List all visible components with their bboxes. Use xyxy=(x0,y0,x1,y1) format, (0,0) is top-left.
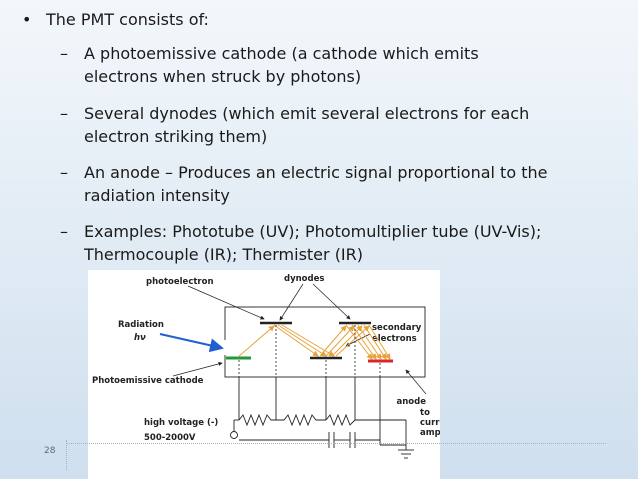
footer-divider xyxy=(66,440,67,470)
dash-symbol: – xyxy=(60,104,68,123)
voltage-divider-circuit xyxy=(234,377,414,459)
sub-bullet-line: radiation intensity xyxy=(84,186,230,205)
photoelectron-pointer xyxy=(187,285,265,320)
amplifier-label: amplifier xyxy=(420,428,440,438)
secondary-label: secondary xyxy=(372,323,422,333)
voltage-range-label: 500-2000V xyxy=(144,433,196,443)
dynodes-pointer-right xyxy=(312,283,351,320)
pmt-diagram-svg: photoelectron dynodes Radiation hν secon… xyxy=(92,274,440,459)
sub-bullet-line: A photoemissive cathode (a cathode which… xyxy=(84,44,479,63)
electrons-label: electrons xyxy=(372,334,417,344)
high-voltage-label: high voltage (-) xyxy=(144,418,218,428)
anode-pointer xyxy=(405,369,427,395)
dash-symbol: – xyxy=(60,163,68,182)
radiation-label: Radiation xyxy=(118,320,164,330)
electron-paths xyxy=(237,324,391,360)
sub-bullet-line: An anode – Produces an electric signal p… xyxy=(84,163,548,182)
sub-bullet-cathode: – A photoemissive cathode (a cathode whi… xyxy=(60,42,604,88)
bullet-symbol: • xyxy=(22,10,32,29)
footer-rule xyxy=(66,443,606,444)
sub-bullet-anode: – An anode – Produces an electric signal… xyxy=(60,161,604,207)
sub-bullet-line: electron striking them) xyxy=(84,127,268,146)
page-number: 28 xyxy=(44,446,56,456)
main-bullet-text: The PMT consists of: xyxy=(46,10,209,29)
photoelectron-label: photoelectron xyxy=(146,277,214,287)
pmt-diagram: photoelectron dynodes Radiation hν secon… xyxy=(88,270,440,479)
main-bullet: • The PMT consists of: xyxy=(22,8,209,32)
anode-label: anode xyxy=(397,397,427,407)
dash-symbol: – xyxy=(60,44,68,63)
current-to-voltage-label: current-to-voltage xyxy=(420,418,440,428)
sub-bullet-dynodes: – Several dynodes (which emit several el… xyxy=(60,102,604,148)
high-voltage-terminal xyxy=(230,431,238,439)
to-label: to xyxy=(420,408,430,418)
electrode-leads xyxy=(238,325,381,377)
sub-bullet-line: Examples: Phototube (UV); Photomultiplie… xyxy=(84,222,542,241)
sub-bullet-line: electrons when struck by photons) xyxy=(84,67,362,86)
sub-bullet-examples: – Examples: Phototube (UV); Photomultipl… xyxy=(60,220,604,266)
cathode-label: Photoemissive cathode xyxy=(92,376,204,386)
hv-label: hν xyxy=(134,333,146,343)
sub-bullet-line: Several dynodes (which emit several elec… xyxy=(84,104,530,123)
cathode-pointer xyxy=(172,361,223,377)
radiation-arrow xyxy=(159,333,224,353)
dash-symbol: – xyxy=(60,222,68,241)
dynodes-pointer-left xyxy=(279,283,304,321)
dynodes-label: dynodes xyxy=(284,274,324,284)
sub-bullet-line: Thermocouple (IR); Thermister (IR) xyxy=(84,245,364,264)
